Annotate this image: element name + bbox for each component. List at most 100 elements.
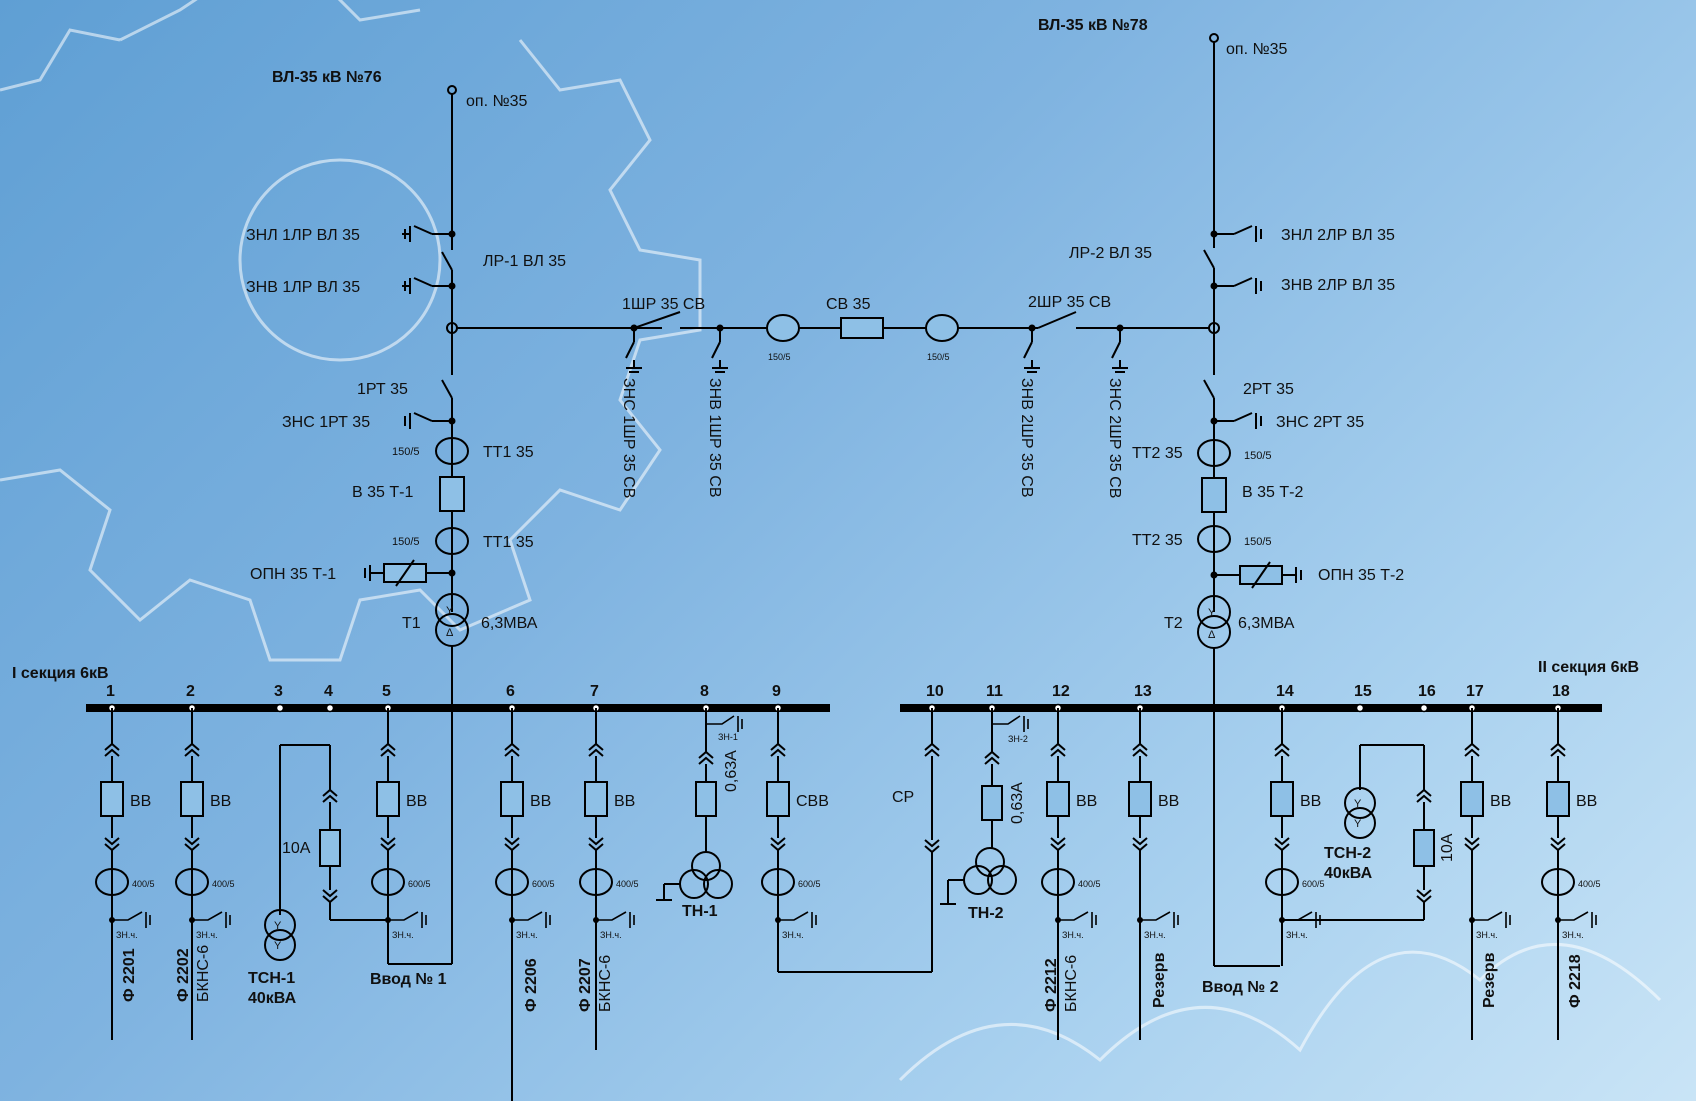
earth-label: ЗН.ч. — [782, 930, 804, 940]
ct-ratio: 600/5 — [532, 879, 555, 889]
earthing-switch — [596, 911, 635, 928]
fuse-10a-right: 10А — [1439, 833, 1456, 862]
earth-label: ЗН.ч. — [516, 930, 538, 940]
withdrawable-contact — [1132, 837, 1148, 852]
withdrawable-contact — [184, 742, 200, 757]
earthing-switch — [1058, 911, 1097, 928]
ct-ratio: 600/5 — [1302, 879, 1325, 889]
earthing-switch — [512, 911, 551, 928]
cell-number: 14 — [1276, 683, 1294, 700]
tt-upper-left-label: ТТ1 35 — [483, 444, 534, 461]
vacuum-breaker — [766, 781, 790, 817]
hv-left-branch: ЗНЛ 1ЛР ВЛ 35 ЛР-1 ВЛ 35 ЗНВ 1ЛР ВЛ 35 1… — [246, 94, 566, 708]
tn1-label: ТН-1 — [682, 903, 718, 920]
withdrawable-contact — [1416, 788, 1432, 803]
breaker-label: ВВ — [406, 793, 427, 810]
current-transformer — [1265, 868, 1299, 896]
zns-left-label: ЗНС 1РТ 35 — [282, 414, 370, 431]
bus-tap — [1419, 703, 1429, 713]
znv-left-label: ЗНВ 1ЛР ВЛ 35 — [246, 279, 360, 296]
breaker-label: ВВ — [130, 793, 151, 810]
tn2: ТН-2 0,63А ЗН-2 — [940, 734, 1028, 922]
earthing-switch — [1558, 911, 1597, 928]
rt-left-label: 1РТ 35 — [357, 381, 408, 398]
tt-lower-left-label: ТТ1 35 — [483, 534, 534, 551]
ct-ratio: 400/5 — [212, 879, 235, 889]
svg-text:Y: Y — [1208, 607, 1216, 619]
bus-tap — [275, 703, 285, 713]
earthing-switch — [1140, 911, 1179, 928]
bus-tap — [1355, 703, 1365, 713]
fuse-063-left: 0,63А — [723, 750, 740, 792]
earthing-switch — [1472, 911, 1511, 928]
bus-tap — [325, 703, 335, 713]
line-right-support: оп. №35 — [1226, 41, 1288, 58]
tsn2-cell: Y Y ТСН-2 40кВА 10А — [1324, 744, 1456, 882]
breaker-label: ВВ — [1490, 793, 1511, 810]
current-transformer — [1041, 868, 1075, 896]
ct-ratio: 400/5 — [132, 879, 155, 889]
label-f2207: Ф 2207 — [577, 958, 594, 1012]
label-bkns-2: БКНС-6 — [195, 945, 212, 1002]
breaker-label: ВВ — [530, 793, 551, 810]
earth-label: ЗН.ч. — [600, 930, 622, 940]
vacuum-breaker — [1128, 781, 1152, 817]
tie-ct-right-ratio: 150/5 — [927, 352, 950, 362]
fuse-10a-left: 10А — [282, 840, 311, 857]
cell-number: 13 — [1134, 683, 1152, 700]
withdrawable-contact — [380, 742, 396, 757]
tsn1-label: ТСН-1 — [248, 970, 295, 987]
label-f2206: Ф 2206 — [523, 958, 540, 1012]
withdrawable-contact — [984, 750, 1000, 765]
withdrawable-contact — [924, 742, 940, 757]
opn-left-label: ОПН 35 Т-1 — [250, 566, 336, 583]
breaker-label: ВВ — [1576, 793, 1597, 810]
tsn2-power: 40кВА — [1324, 865, 1373, 882]
withdrawable-contact — [104, 742, 120, 757]
vacuum-breaker — [180, 781, 204, 817]
withdrawable-contact — [1050, 837, 1066, 852]
breaker-label: ВВ — [210, 793, 231, 810]
tie-section: 1ШР 35 СВ 2ШР 35 СВ 150/5 СВ 35 150/5 — [457, 294, 1209, 498]
tie-breaker-label: СВ 35 — [826, 296, 871, 313]
withdrawable-contact — [322, 889, 338, 904]
vacuum-breaker — [1546, 781, 1570, 817]
svg-text:Y: Y — [1354, 798, 1362, 810]
tsn1-power: 40кВА — [248, 990, 297, 1007]
rt-right-label: 2РТ 35 — [1243, 381, 1294, 398]
tie-e2-label: ЗНВ 1ШР 35 СВ — [706, 378, 723, 497]
breaker-label: ВВ — [614, 793, 635, 810]
section-left-title: I секция 6кВ — [12, 665, 109, 682]
cell-number: 3 — [274, 683, 283, 700]
feeders: ВВ 400/5ЗН.ч. ВВ 400/5ЗН.ч. ВВ 600/5ЗН.ч. ВВ 60… — [95, 708, 1601, 1101]
earth-label: ЗН.ч. — [1062, 930, 1084, 940]
tt-lower-right-ratio: 150/5 — [1244, 536, 1272, 548]
withdrawable-contact — [104, 837, 120, 852]
withdrawable-contact — [504, 742, 520, 757]
tt-lower-left-ratio: 150/5 — [392, 536, 420, 548]
breaker-left-label: В 35 Т-1 — [352, 484, 413, 501]
tie-e1-label: ЗНС 1ШР 35 СВ — [620, 378, 637, 498]
withdrawable-contact — [1550, 837, 1566, 852]
vacuum-breaker — [500, 781, 524, 817]
vacuum-breaker — [584, 781, 608, 817]
withdrawable-contact — [924, 839, 940, 854]
cell-number: 2 — [186, 683, 195, 700]
line-left-title: ВЛ-35 кВ №76 — [272, 69, 382, 86]
withdrawable-contact — [1132, 742, 1148, 757]
cell-number: 1 — [106, 683, 115, 700]
earthing-switch — [388, 911, 427, 928]
zns-right-label: ЗНС 2РТ 35 — [1276, 414, 1364, 431]
ct-ratio: 600/5 — [408, 879, 431, 889]
label-bkns-12: БКНС-6 — [1063, 955, 1080, 1012]
svg-text:Y: Y — [274, 940, 282, 952]
opn-right-label: ОПН 35 Т-2 — [1318, 567, 1404, 584]
zn2-label: ЗН-2 — [1008, 734, 1028, 744]
svg-text:Δ: Δ — [446, 627, 454, 639]
earthing-switch — [112, 911, 151, 928]
background-gear-logo — [0, 0, 1660, 1080]
vacuum-breaker — [100, 781, 124, 817]
transformer-right-power: 6,3МВА — [1238, 615, 1295, 632]
earth-label: ЗН.ч. — [196, 930, 218, 940]
